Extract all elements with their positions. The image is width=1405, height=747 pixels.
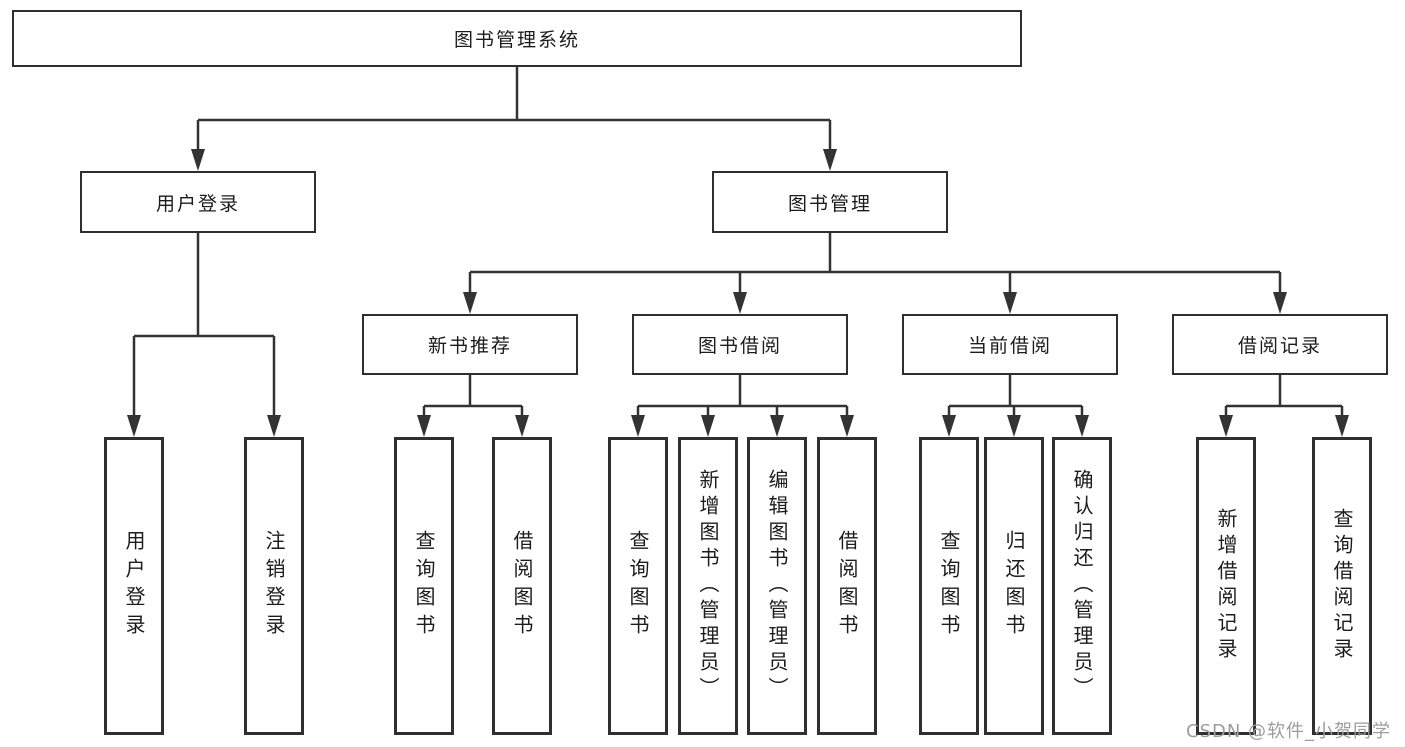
node-label: 借阅图书 (510, 530, 534, 642)
node-borrow-record: 借阅记录 (1172, 314, 1388, 375)
node-borrow-add-books-admin: 新增图书（管理员） (678, 437, 738, 735)
node-label: 新增借阅记录 (1214, 508, 1238, 664)
node-label: 编辑图书（管理员） (765, 469, 789, 703)
node-label: 借阅图书 (835, 530, 859, 642)
node-label: 查询借阅记录 (1330, 508, 1354, 664)
node-label: 新增图书（管理员） (696, 469, 720, 703)
watermark: CSDN @软件_小贺同学 (1186, 721, 1392, 742)
node-label: 用户登录 (122, 530, 146, 642)
node-current-confirm-return-admin: 确认归还（管理员） (1052, 437, 1112, 735)
node-current-return-books: 归还图书 (984, 437, 1044, 735)
node-label: 图书管理系统 (453, 29, 580, 51)
node-label: 确认归还（管理员） (1070, 469, 1094, 703)
node-label: 图书借阅 (697, 335, 782, 357)
node-recommend-borrow-books: 借阅图书 (492, 437, 552, 735)
node-record-query-borrow-record: 查询借阅记录 (1312, 437, 1372, 735)
node-label: 借阅记录 (1237, 335, 1322, 357)
node-label: 查询图书 (412, 530, 436, 642)
node-label: 新书推荐 (427, 335, 512, 357)
node-label: 当前借阅 (967, 335, 1052, 357)
node-borrow-query-books: 查询图书 (608, 437, 668, 735)
node-label: 查询图书 (937, 530, 961, 642)
node-borrow-borrow-books: 借阅图书 (817, 437, 877, 735)
node-logout-action: 注销登录 (244, 437, 304, 735)
node-borrow-edit-books-admin: 编辑图书（管理员） (747, 437, 807, 735)
node-label: 归还图书 (1002, 530, 1026, 642)
node-new-book-recommend: 新书推荐 (362, 314, 578, 375)
node-record-add-borrow-record: 新增借阅记录 (1196, 437, 1256, 735)
node-current-query-books: 查询图书 (919, 437, 979, 735)
node-root: 图书管理系统 (12, 10, 1022, 67)
node-label: 图书管理 (787, 192, 872, 215)
node-user-login-action: 用户登录 (104, 437, 164, 735)
node-recommend-query-books: 查询图书 (394, 437, 454, 735)
node-current-borrow: 当前借阅 (902, 314, 1118, 375)
node-user-login: 用户登录 (80, 171, 316, 233)
node-label: 用户登录 (155, 192, 240, 215)
node-book-borrow: 图书借阅 (632, 314, 848, 375)
node-book-management: 图书管理 (712, 171, 948, 233)
node-label: 注销登录 (262, 530, 286, 642)
node-label: 查询图书 (626, 530, 650, 642)
